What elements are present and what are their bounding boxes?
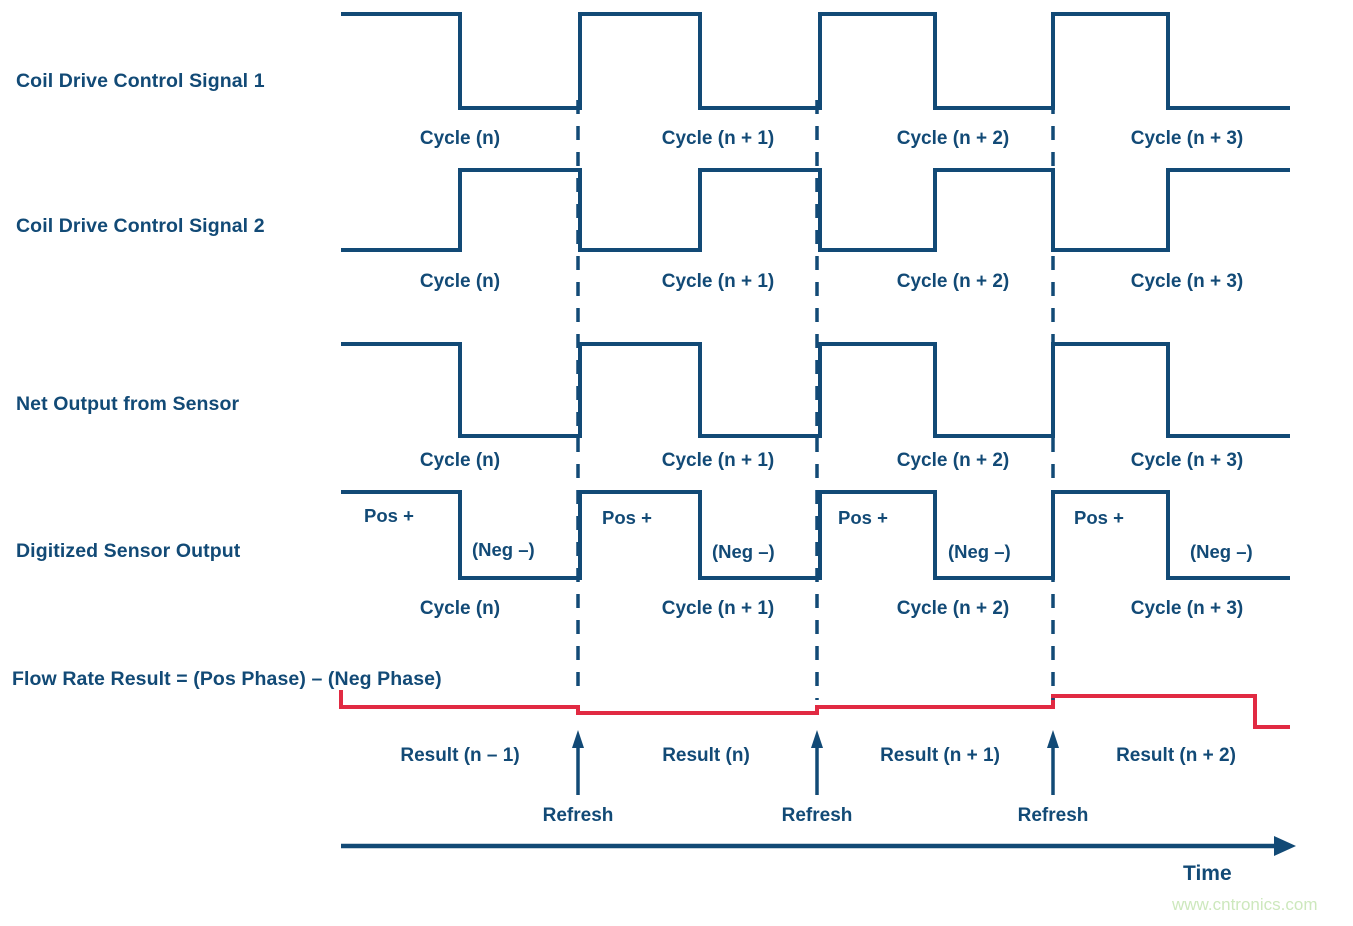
cycle-label-row4-n1: Cycle (n + 1)	[661, 598, 775, 619]
refresh-label-2: Refresh	[781, 805, 853, 826]
waveform-coil-drive-1	[341, 12, 1290, 110]
result-label-n-plus-2: Result (n + 2)	[1116, 745, 1236, 766]
cycle-label-row4-n2: Cycle (n + 2)	[896, 598, 1010, 619]
row-label-digitized-output: Digitized Sensor Output	[16, 540, 241, 562]
waveform-net-output	[341, 342, 1290, 438]
phase-label-neg-3: (Neg –)	[948, 541, 1011, 562]
time-axis-label: Time	[1183, 862, 1232, 885]
refresh-arrow-3	[1047, 730, 1059, 795]
cycle-label-row2-n: Cycle (n)	[419, 271, 501, 292]
time-axis-arrow	[341, 836, 1296, 856]
row-label-flow-rate-result: Flow Rate Result = (Pos Phase) – (Neg Ph…	[12, 668, 442, 690]
cycle-label-row4-n: Cycle (n)	[419, 598, 501, 619]
result-label-n: Result (n)	[662, 745, 750, 766]
result-label-n-minus-1: Result (n – 1)	[400, 745, 520, 766]
waveform-flow-rate-result	[339, 690, 1290, 729]
cycle-label-row2-n2: Cycle (n + 2)	[896, 271, 1010, 292]
row-label-net-output: Net Output from Sensor	[16, 393, 240, 415]
row-label-coil-drive-1: Coil Drive Control Signal 1	[16, 70, 265, 92]
cycle-label-row3-n1: Cycle (n + 1)	[661, 450, 775, 471]
cycle-label-row2-n3: Cycle (n + 3)	[1130, 271, 1244, 292]
row-label-coil-drive-2: Coil Drive Control Signal 2	[16, 215, 265, 237]
watermark-text: www.cntronics.com	[1172, 895, 1318, 914]
waveform-coil-drive-2	[341, 168, 1290, 252]
waveform-digitized-output	[341, 490, 1290, 580]
refresh-label-3: Refresh	[1017, 805, 1089, 826]
phase-label-pos-3: Pos +	[838, 507, 888, 528]
refresh-label-1: Refresh	[542, 805, 614, 826]
phase-label-pos-4: Pos +	[1074, 507, 1124, 528]
cycle-label-row1-n3: Cycle (n + 3)	[1130, 128, 1244, 149]
cycle-label-row3-n3: Cycle (n + 3)	[1130, 450, 1244, 471]
phase-label-pos-1: Pos +	[364, 505, 414, 526]
cycle-label-row1-n: Cycle (n)	[419, 128, 501, 149]
refresh-arrow-2	[811, 730, 823, 795]
cycle-label-row3-n2: Cycle (n + 2)	[896, 450, 1010, 471]
cycle-label-row3-n: Cycle (n)	[419, 450, 501, 471]
phase-label-neg-4: (Neg –)	[1190, 541, 1253, 562]
refresh-arrow-1	[572, 730, 584, 795]
phase-label-pos-2: Pos +	[602, 507, 652, 528]
phase-label-neg-1: (Neg –)	[472, 539, 535, 560]
cycle-label-row1-n2: Cycle (n + 2)	[896, 128, 1010, 149]
cycle-label-row2-n1: Cycle (n + 1)	[661, 271, 775, 292]
cycle-label-row1-n1: Cycle (n + 1)	[661, 128, 775, 149]
result-label-n-plus-1: Result (n + 1)	[880, 745, 1000, 766]
cycle-label-row4-n3: Cycle (n + 3)	[1130, 598, 1244, 619]
phase-label-neg-2: (Neg –)	[712, 541, 775, 562]
